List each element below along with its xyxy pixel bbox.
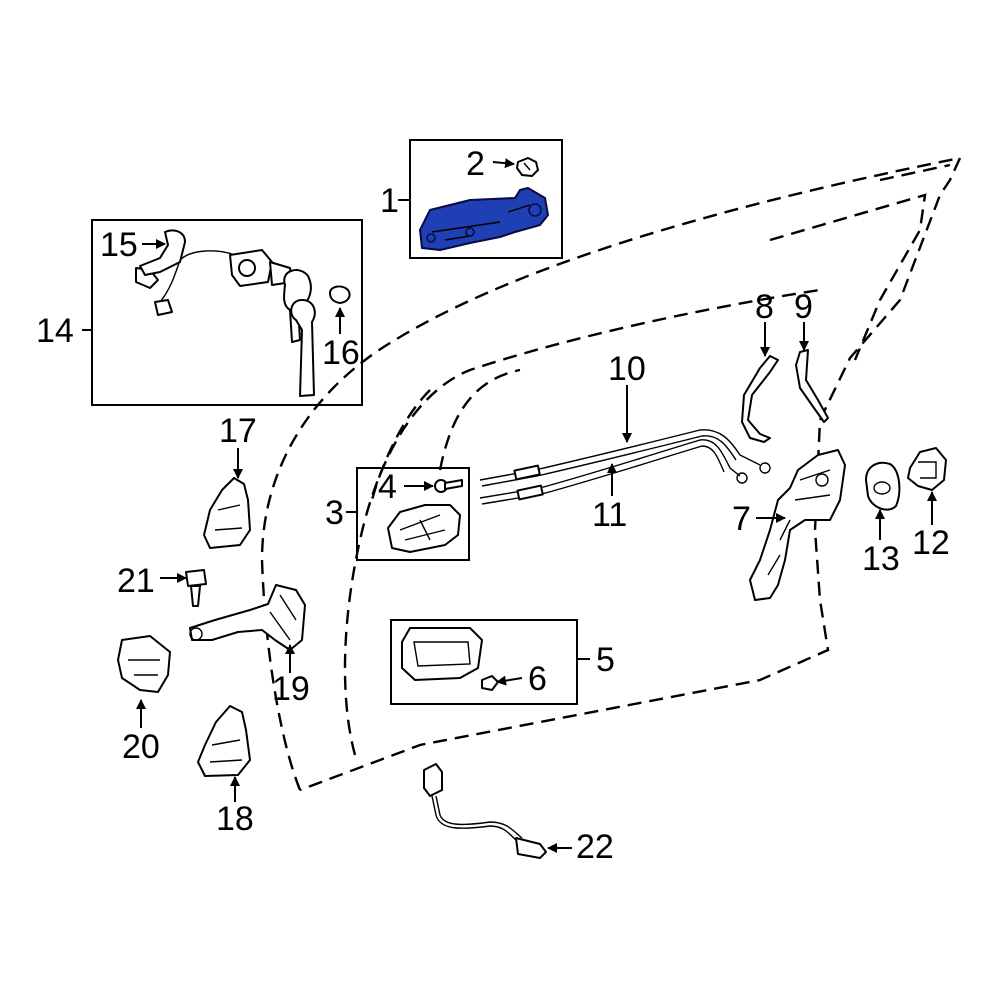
callout-18: 18 — [216, 800, 254, 838]
bezel-clip-part[interactable] — [481, 675, 499, 691]
callout-2: 2 — [466, 145, 485, 183]
lock-clip-part[interactable] — [329, 285, 351, 304]
striker-part[interactable] — [907, 447, 947, 491]
inside-handle-bezel-part[interactable] — [401, 627, 483, 681]
outside-handle-part[interactable] — [419, 187, 549, 251]
inside-handle-screw-part[interactable] — [434, 479, 463, 493]
lock-cable-part-2[interactable] — [479, 439, 748, 505]
callout-7: 7 — [732, 500, 751, 538]
callout-13: 13 — [862, 540, 900, 578]
lock-rod-part-2[interactable] — [795, 349, 829, 423]
lock-cable-part[interactable] — [479, 429, 771, 487]
callout-10: 10 — [608, 350, 646, 388]
callout-labels: 1 2 3 4 5 6 7 8 9 10 11 12 13 14 15 16 1… — [36, 145, 950, 866]
callout-4: 4 — [378, 468, 397, 506]
wire-harness-part[interactable] — [423, 763, 547, 859]
hinge-bolt-part[interactable] — [185, 569, 207, 607]
lock-retainer-part[interactable] — [139, 229, 186, 276]
lock-cylinder-box — [91, 219, 363, 406]
hinge-bracket-part[interactable] — [117, 635, 171, 693]
inside-handle-part[interactable] — [387, 504, 461, 553]
callout-1: 1 — [380, 182, 399, 220]
callout-16: 16 — [322, 334, 360, 372]
door-check-part[interactable] — [189, 584, 306, 651]
callout-11: 11 — [592, 496, 627, 534]
lower-hinge-part[interactable] — [197, 705, 251, 777]
callout-9: 9 — [794, 288, 813, 326]
callout-6: 6 — [528, 660, 547, 698]
callout-20: 20 — [122, 728, 160, 766]
upper-hinge-part[interactable] — [203, 477, 251, 549]
callout-12: 12 — [912, 524, 950, 562]
callout-8: 8 — [755, 288, 774, 326]
inside-handle-box — [356, 467, 470, 561]
striker-cover-part[interactable] — [865, 461, 901, 511]
callout-17: 17 — [219, 412, 257, 450]
handle-pad-part[interactable] — [516, 157, 539, 177]
callout-19: 19 — [272, 670, 310, 708]
callout-14: 14 — [36, 312, 74, 350]
bezel-box — [390, 619, 578, 705]
callout-21: 21 — [117, 562, 155, 600]
leader-lines — [82, 158, 937, 853]
lock-cylinder-part[interactable] — [135, 249, 316, 397]
callout-5: 5 — [596, 641, 615, 679]
door-lock-assembly-part[interactable] — [749, 449, 846, 601]
callout-15: 15 — [100, 226, 138, 264]
lock-rod-part[interactable] — [741, 355, 779, 443]
callout-3: 3 — [325, 494, 344, 532]
callout-22: 22 — [576, 828, 614, 866]
